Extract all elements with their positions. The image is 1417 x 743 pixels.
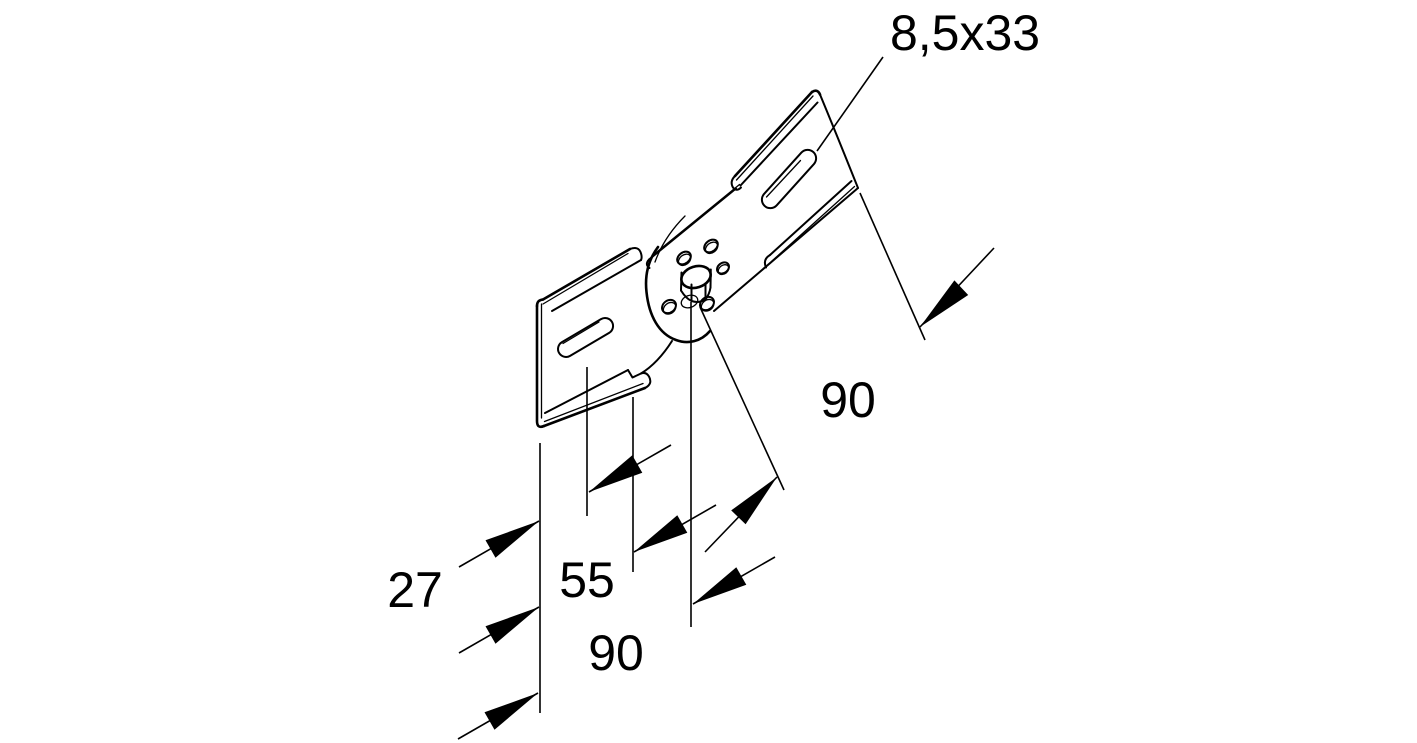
right-plate-left-edge-thickness bbox=[651, 183, 741, 257]
dim-90-right-arrow-upper bbox=[920, 280, 969, 327]
left-plate-bottom-flange-thickness bbox=[543, 382, 644, 423]
left-plate-notch bbox=[627, 369, 642, 379]
bolt-hole-thickness bbox=[677, 253, 692, 267]
bolt-hole-thickness bbox=[662, 301, 677, 315]
extension-line-pivot-oblique bbox=[699, 306, 785, 491]
dim-27-arrow-right bbox=[589, 455, 643, 492]
left-plate-top-flange-cap bbox=[629, 247, 643, 261]
dim-90-bottom-arrow-right bbox=[693, 567, 747, 604]
right-plate-bottom-flange-cap bbox=[763, 254, 771, 269]
hex-bolt-facet-left bbox=[680, 271, 683, 292]
left-plate-top-flange-thickness bbox=[542, 252, 629, 305]
left-plate-slot bbox=[557, 316, 615, 358]
leader-line-slot bbox=[816, 56, 884, 152]
right-plate-end-edge bbox=[819, 93, 859, 189]
dim-90-right-arrow-lower bbox=[731, 477, 777, 525]
right-plate-top-flange-fold bbox=[739, 101, 819, 187]
bolt-hole-thickness bbox=[704, 241, 719, 255]
right-plate-neck-curve bbox=[654, 215, 686, 263]
label-offset-mid: 55 bbox=[559, 552, 615, 608]
dim-55-arrow-right bbox=[634, 515, 688, 552]
bolt-hole-thickness bbox=[700, 298, 715, 312]
left-plate-end-edge bbox=[535, 304, 546, 429]
dimension-lines bbox=[457, 56, 995, 740]
left-plate-top-flange-fold bbox=[551, 259, 642, 312]
left-plate-neck-edge bbox=[640, 340, 673, 375]
right-plate-slot-thickness bbox=[765, 159, 802, 198]
right-plate-top-flange-thickness bbox=[735, 95, 814, 181]
bolt-hole-thickness bbox=[717, 264, 730, 276]
label-slot-size: 8,5x33 bbox=[890, 5, 1040, 61]
right-plate-bottom-flange-fold bbox=[769, 180, 853, 256]
label-right-arm-length: 90 bbox=[820, 372, 876, 428]
left-plate-slot-thickness bbox=[562, 321, 600, 345]
left-plate-bottom-flange-cap bbox=[640, 371, 652, 389]
left-plate-top-flange-outer bbox=[541, 247, 632, 301]
right-plate-top-flange-cap bbox=[730, 175, 742, 191]
left-plate-bottom-flange-outer bbox=[542, 386, 647, 428]
right-plate-bottom-flange-thickness bbox=[771, 185, 856, 262]
right-plate-side-edge bbox=[713, 187, 859, 312]
right-plate bbox=[645, 89, 859, 312]
right-plate-left-edge-cap bbox=[645, 258, 651, 269]
right-plate-slot bbox=[760, 148, 818, 210]
right-plate-left-edge bbox=[648, 187, 737, 261]
dim-27-arrow-left bbox=[485, 521, 539, 558]
dimension-labels: 8,5x33 90 27 55 90 bbox=[387, 5, 1040, 681]
label-bottom-length: 90 bbox=[588, 625, 644, 681]
right-plate-tip-corner bbox=[810, 89, 822, 96]
hex-bolt-top-face bbox=[680, 264, 712, 290]
dim-55-arrow-left bbox=[485, 607, 539, 644]
label-offset-left: 27 bbox=[387, 562, 443, 618]
extension-line-arm-end bbox=[859, 192, 926, 341]
dim-90-bottom-arrow-left bbox=[484, 693, 538, 730]
right-plate-top-flange-outer bbox=[733, 90, 814, 178]
left-plate bbox=[535, 247, 673, 429]
